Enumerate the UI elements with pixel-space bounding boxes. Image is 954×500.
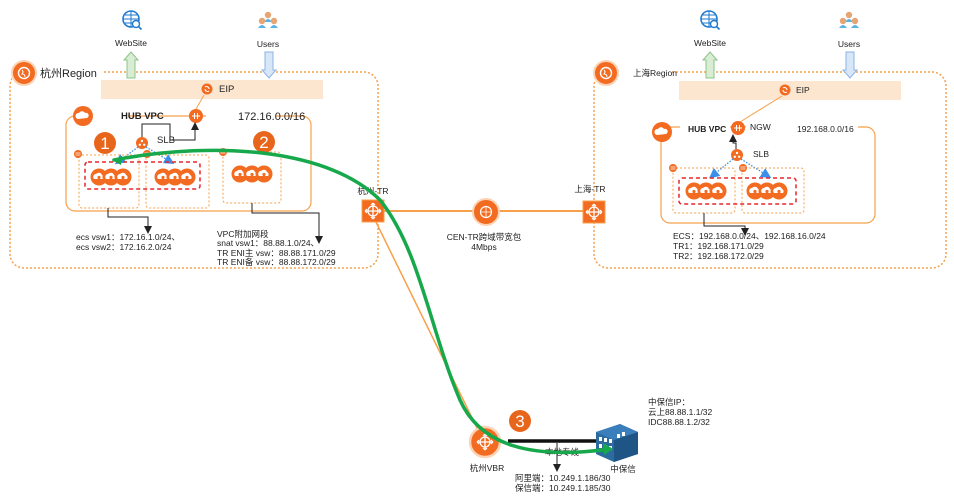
users-icon <box>258 11 278 28</box>
vpc-border <box>660 126 876 224</box>
ecs-note-link <box>107 208 152 234</box>
building-icon <box>596 424 638 462</box>
step-badge-3: 3 <box>509 410 531 432</box>
region-border <box>593 71 947 269</box>
ecs-group-2 <box>154 168 196 186</box>
up-arrow-icon <box>701 51 719 79</box>
svg-text:2: 2 <box>259 133 268 152</box>
down-arrow-icon <box>841 51 859 79</box>
eip-link <box>739 95 783 123</box>
website-icon <box>122 10 143 31</box>
svg-text:3: 3 <box>515 412 524 431</box>
vpc-attach-note-link <box>251 203 323 244</box>
users-icon <box>839 11 859 28</box>
tr-label: 杭州-TR <box>357 186 388 196</box>
up-arrow-icon <box>122 51 140 79</box>
note-line: TR2：192.168.172.0/29 <box>673 251 764 261</box>
step-badge-2: 2 <box>253 131 275 153</box>
region-label: 杭州Region <box>40 66 97 80</box>
vswitch-icon <box>738 163 748 173</box>
region-icon <box>593 60 619 86</box>
website-label: WebSite <box>115 38 147 48</box>
vpc-attach-note-line: snat vsw1：88.88.1.0/24、 <box>217 238 319 248</box>
vbr-label: 杭州VBR <box>470 463 504 473</box>
ecs-group-3 <box>231 165 273 183</box>
cen-label: CEN-TR跨域带宽包 <box>447 232 522 242</box>
traffic-path-arrowhead <box>112 156 122 165</box>
vswitch-2 <box>145 154 210 209</box>
cen-bandwidth-value: 4Mbps <box>471 242 497 252</box>
traffic-path <box>112 148 612 455</box>
vpc-attach-note-line: VPC附加网段 <box>217 229 269 239</box>
cen-bandwidth: CEN-TR跨域带宽包 4Mbps <box>447 198 522 252</box>
vpc-label: HUB VPC <box>688 124 726 134</box>
website-label: WebSite <box>694 38 726 48</box>
slb-link-right <box>145 146 175 165</box>
note-line: ECS：192.168.0.0/24、192.168.16.0/24 <box>673 231 826 241</box>
vpc-border <box>65 115 312 212</box>
region-border <box>9 71 379 269</box>
slb-icon <box>136 137 148 149</box>
eip-label: EIP <box>796 85 810 95</box>
ecs-group-1 <box>90 168 132 186</box>
eip-label: EIP <box>219 84 234 95</box>
ecs-note-line: ecs vsw1：172.16.1.0/24、 <box>76 232 180 242</box>
note-line: TR1：192.168.171.0/29 <box>673 241 764 251</box>
slb-to-ngw-link <box>729 134 737 150</box>
tr-label: 上海-TR <box>574 184 605 194</box>
vswitch-1 <box>78 154 140 209</box>
vpc-icon <box>73 106 93 126</box>
vbr-ip-note: 阿里端：10.249.1.186/30 <box>515 473 611 483</box>
slb-to-nat-link <box>141 122 199 142</box>
eip-icon <box>779 84 791 96</box>
vbr-ip-note: 保信端：10.249.1.185/30 <box>515 483 611 493</box>
idc-ip-note: IDC88.88.1.2/32 <box>648 417 710 427</box>
ecs-note-line: ecs vsw2：172.16.2.0/24 <box>76 242 172 252</box>
eip-icon <box>201 83 213 95</box>
idc-ip-note: 云上88.88.1.1/32 <box>648 407 713 417</box>
vbr-section: 本地专线 杭州VBR 3 阿里端：10.249.1.186/30 保信端：10.… <box>468 410 611 493</box>
slb-label: SLB <box>157 135 175 146</box>
ecs-group-1 <box>685 182 727 200</box>
vswitch-2 <box>741 167 805 214</box>
ecs-group-2 <box>746 182 788 200</box>
slb-icon <box>731 149 743 161</box>
idc-label: 中保信 <box>610 464 636 474</box>
note-link <box>703 213 749 236</box>
vswitch-icon <box>73 149 83 159</box>
nat-gateway-icon <box>731 121 745 135</box>
vpc-label: HUB VPC <box>121 111 164 122</box>
idc-ip-note: 中保信IP： <box>648 397 690 407</box>
hangzhou-region: 杭州Region WebSite Users EIP <box>9 10 379 269</box>
ngw-label: NGW <box>750 122 771 132</box>
hangzhou-tr: 杭州-TR <box>357 186 389 223</box>
shanghai-region: 上海Region WebSite Users EIP H <box>592 10 947 269</box>
eip-link <box>195 94 205 110</box>
vpc-icon <box>652 122 672 142</box>
users-label: Users <box>257 39 279 49</box>
region-label: 上海Region <box>633 68 677 78</box>
vpc-attach-note-line: TR ENI主 vsw：88.88.171.0/29 <box>217 248 336 258</box>
idc-section: 中保信 中保信IP： 云上88.88.1.1/32 IDC88.88.1.2/3… <box>596 397 713 474</box>
slb-label: SLB <box>753 149 769 159</box>
shanghai-tr: 上海-TR <box>574 184 606 224</box>
vswitch-icon <box>668 163 678 173</box>
vpc-cidr: 172.16.0.0/16 <box>238 111 305 123</box>
step-badge-1: 1 <box>94 132 116 154</box>
traffic-path-arrowhead <box>603 443 613 455</box>
region-icon <box>11 60 37 86</box>
tr-to-vbr-link <box>374 219 479 431</box>
vpc-cidr: 192.168.0.0/16 <box>797 124 854 134</box>
nat-gateway-icon <box>189 109 203 123</box>
users-label: Users <box>838 39 860 49</box>
down-arrow-icon <box>260 51 278 79</box>
vpc-attach-note-line: TR ENI备 vsw：88.88.172.0/29 <box>217 257 336 267</box>
website-icon <box>700 10 721 31</box>
svg-text:1: 1 <box>100 134 109 153</box>
